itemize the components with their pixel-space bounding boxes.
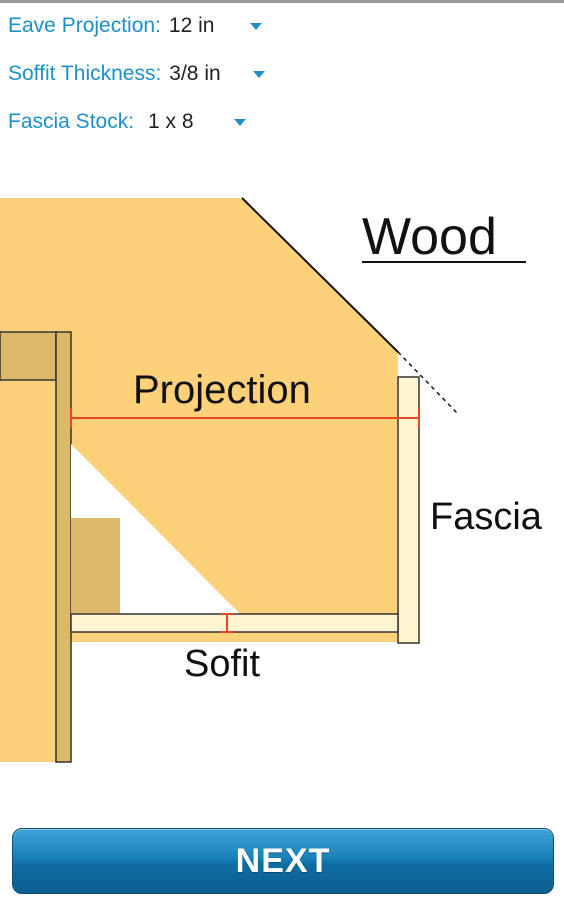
fascia-label: Fascia	[430, 496, 543, 538]
wood-wall-lower	[0, 640, 56, 762]
roof-line	[241, 197, 399, 353]
soffit-label: Sofit	[184, 643, 260, 685]
fascia-stock-label: Fascia Stock:	[8, 110, 135, 133]
next-button[interactable]: NEXT	[12, 828, 554, 894]
top-plate-block	[0, 331, 57, 381]
eave-projection-dropdown[interactable]: Eave Projection: 12 in	[8, 10, 263, 42]
soffit-board	[70, 613, 399, 633]
caret-down-icon	[250, 22, 263, 30]
fascia-stock-value: 1 x 8	[148, 110, 194, 133]
projection-label: Projection	[133, 368, 311, 412]
roof-extension-dashed	[397, 351, 459, 415]
nailer-block	[71, 518, 120, 614]
eave-projection-value: 12 in	[168, 14, 215, 37]
wall-stud	[55, 331, 72, 763]
caret-down-icon	[233, 118, 246, 126]
next-button-label: NEXT	[235, 841, 331, 880]
soffit-thickness-value: 3/8 in	[169, 62, 221, 85]
caret-down-icon	[252, 70, 265, 78]
top-divider	[0, 0, 564, 3]
eave-diagram-svg: Wood Projection Fascia Sofit	[0, 197, 543, 763]
fascia-board	[397, 376, 420, 644]
material-title: Wood	[362, 208, 497, 266]
soffit-thickness-label: Soffit Thickness:	[8, 62, 162, 85]
eave-projection-label: Eave Projection:	[8, 14, 161, 37]
fascia-stock-dropdown[interactable]: Fascia Stock: 1 x 8	[8, 106, 246, 138]
eave-diagram: Wood Projection Fascia Sofit	[0, 196, 564, 766]
soffit-thickness-dropdown[interactable]: Soffit Thickness: 3/8 in	[8, 58, 265, 90]
